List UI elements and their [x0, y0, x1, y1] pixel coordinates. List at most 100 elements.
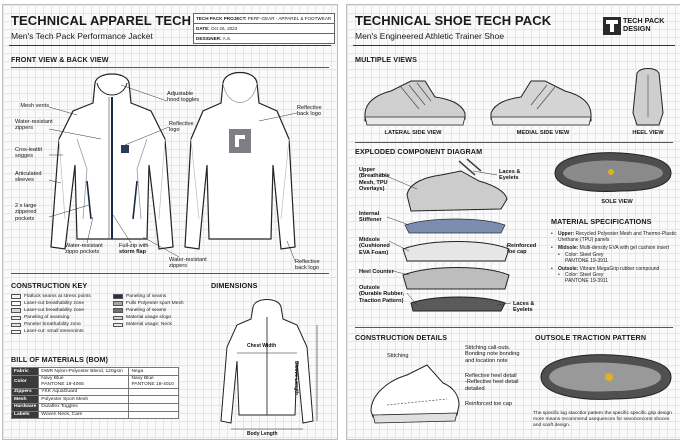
key-item: Fulls Polyester sport Mesh	[113, 300, 184, 307]
section-title-dimensions: DIMENSIONS	[211, 281, 258, 290]
spec-item-midsole: •Midsole: Multi-density EVA with gel cus…	[551, 245, 670, 264]
callout-reflective-back-logo-lower: Reflective back logo	[295, 259, 320, 272]
callout-reflective-logo: Reflective logo	[169, 121, 194, 134]
section-title-traction-pattern: OUTSOLE TRACTION PATTERN	[535, 333, 647, 342]
section-title-construction-key: CONSTRUCTION KEY	[11, 281, 88, 290]
swatch	[113, 308, 123, 313]
shoe-heel-view	[632, 68, 664, 126]
key-item: Laser-cut: small stresnoints	[11, 328, 91, 335]
jacket-back-illustration	[184, 71, 296, 250]
key-item: Laser-cut breathability zone	[11, 300, 91, 307]
project-info-table: TECH PACK PROJECT: PERF-GEAR - APPAREL &…	[193, 13, 335, 44]
spec-item-outsole: •Outsole: Vibram MegaGrip rubber compoun…	[551, 266, 660, 285]
material-spec-list: •Upper: Recycled Polyester Mesh and Ther…	[551, 231, 677, 287]
swatch	[113, 294, 123, 299]
page-title: TECHNICAL APPAREL TECH PACK	[11, 13, 232, 28]
callout-laces-eyelets-top: Laces & Eyelets	[499, 169, 521, 182]
traction-pattern-illustration	[540, 354, 672, 400]
section-title-bom: BILL OF MATERIALS (BOM)	[11, 355, 109, 364]
swatch	[11, 308, 21, 313]
callout-midsole: Midsole (Cushioned EVA Foam)	[359, 237, 390, 256]
callout-laces-eyelets-bottom: Laces & Eyelets	[513, 301, 535, 314]
callout-internal-stiffener: Internal Stiffener	[359, 211, 382, 224]
swatch	[11, 315, 21, 321]
traction-description: The specific lug stacctlor pattern the s…	[533, 411, 672, 428]
header-rule	[9, 45, 331, 46]
callout-water-zippo-pockets: Water-resistant zippo pockets	[65, 243, 103, 256]
callout-reinforced-toe-cap: Reinforced toe cap	[507, 243, 537, 256]
section-rule	[11, 273, 329, 274]
key-item: Paneling of seams	[113, 293, 184, 300]
key-item: Paneter breathability zone	[11, 321, 91, 328]
dimensions-jacket-illustration	[220, 299, 318, 430]
section-title-exploded: EXPLODED COMPONENT DIAGRAM	[355, 147, 483, 156]
label-heel-view: HEEL VIEW	[632, 130, 664, 136]
swatch	[113, 315, 123, 321]
section-rule	[11, 67, 329, 68]
shoe-lateral-view	[364, 80, 466, 126]
spec-item-upper: •Upper: Recycled Polyester Mesh and Ther…	[551, 231, 677, 244]
callout-stitching-notes: Stitching call-outs. Bonding note bondin…	[465, 345, 520, 364]
construction-key-left: Flatlock seams at stress points Laser-cu…	[11, 293, 91, 336]
callout-outsole: Outsole (Durable Rubber, Traction Patter…	[359, 285, 405, 304]
callout-articulated-sleeves: Articulated sleeves	[15, 171, 42, 184]
page-title: TECHNICAL SHOE TECH PACK	[355, 13, 552, 28]
apparel-tech-pack-page: TECHNICAL APPAREL TECH PACK Men's Tech P…	[2, 4, 338, 440]
section-title-construction-details: CONSTRUCTION DETAILS	[355, 333, 448, 342]
dimension-sleeve-length: Sleeve Length	[293, 361, 299, 395]
section-rule	[355, 142, 673, 143]
page-subtitle: Men's Tech Pack Performance Jacket	[11, 31, 153, 41]
callout-upper: Upper (Breathable Mesh, TPU Overlays)	[359, 167, 390, 193]
construction-key-right: Paneling of seams Fulls Polyester sport …	[113, 293, 184, 328]
swatch	[11, 329, 21, 335]
shoe-tech-pack-page: TECHNICAL SHOE TECH PACK Men's Engineere…	[346, 4, 680, 440]
callout-heel-counter: Heel Counter	[359, 269, 394, 275]
exploded-shoe-diagram	[402, 158, 510, 312]
label-sole-view: SOLE VIEW	[601, 199, 633, 205]
tech-pack-logo-icon	[603, 17, 621, 35]
swatch	[113, 301, 123, 306]
swatch	[11, 294, 21, 299]
section-title-material-specs: MATERIAL SPECIFICATIONS	[551, 217, 652, 226]
sole-view-illustration	[554, 152, 672, 192]
callout-leader-lines	[48, 84, 298, 262]
key-item: Material usage slogo	[113, 314, 184, 321]
callout-pockets: 2 x large zippered pockets	[15, 203, 37, 222]
section-title-views: FRONT VIEW & BACK VIEW	[11, 55, 109, 64]
designer-row: DESIGNER: A.S.	[193, 33, 335, 44]
callout-reflective-heel: Reflective heel detail -Reflective heel …	[465, 373, 519, 392]
key-item: Flatlock seams at stress points	[11, 293, 91, 300]
dimension-chest-width: Chest Width	[247, 343, 277, 349]
section-title-multiple-views: MULTIPLE VIEWS	[355, 55, 417, 64]
callout-reflective-back-logo: Reflective back logo	[297, 105, 322, 118]
callout-stitching: Stitching	[387, 353, 409, 359]
shoe-medial-view	[490, 80, 592, 126]
callout-hood-toggles: Adjustable hood toggles	[167, 91, 200, 104]
page-subtitle: Men's Engineered Athletic Trainer Shoe	[355, 31, 505, 41]
label-lateral-view: LATERAL SIDE VIEW	[384, 130, 442, 136]
swatch	[11, 322, 21, 328]
section-rule	[355, 327, 673, 328]
swatch	[113, 322, 123, 328]
callout-water-zippers-bottom: Water-resistant zippers	[169, 257, 207, 270]
callout-construction-toe-cap: Reinforced toe cap	[465, 401, 512, 407]
construction-detail-illustration	[370, 364, 460, 424]
exploded-leader-lines	[378, 170, 512, 306]
key-item: Laser-cut breathability zone	[11, 307, 91, 314]
swatch	[11, 301, 21, 306]
key-item: Material usage: Neck	[113, 321, 184, 328]
key-item: Paneling of seams	[113, 307, 184, 314]
key-item: Paneling of seansing	[11, 314, 91, 321]
header-rule	[353, 45, 675, 46]
dimension-body-length: Body Length	[247, 431, 278, 437]
callout-zippers: Water-resistant zippers	[15, 119, 53, 132]
